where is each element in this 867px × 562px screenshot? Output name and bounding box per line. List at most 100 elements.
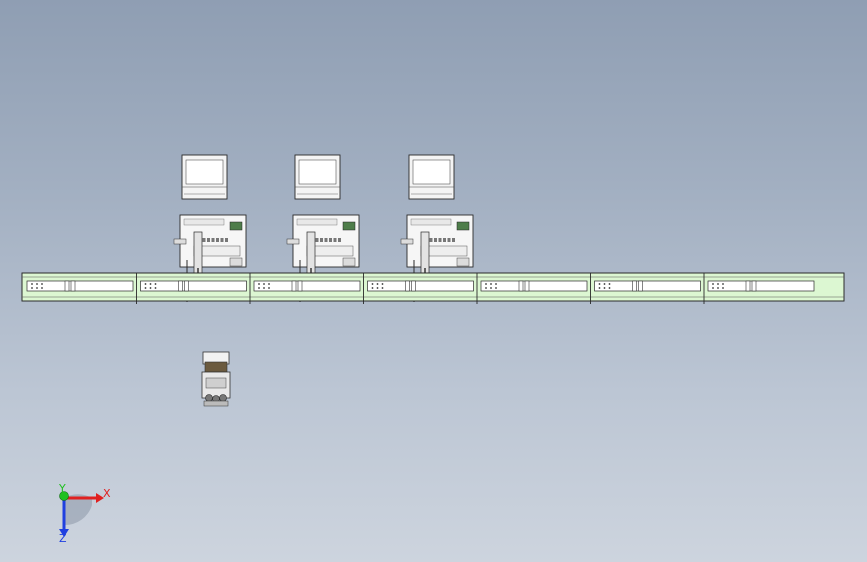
segment-dot [154,287,157,289]
segment-panel [140,280,247,292]
machine-side-arm [173,238,187,245]
segment-dot [608,287,611,289]
segment-dot [149,287,152,289]
monitor-screen [298,159,337,185]
machine-side-arm [400,238,414,245]
segment-clamp [411,280,416,292]
segment-dot [381,283,384,285]
segment-dot [268,287,270,289]
conveyor-segment-1 [26,280,134,292]
segment-dot [41,287,43,289]
monitor-2[interactable] [294,154,341,200]
monitor-screen [412,159,451,185]
segment-panel [26,280,134,292]
segment-dot [36,287,38,289]
axis-triad[interactable]: X Y Z [58,482,111,545]
segment-dot [485,283,487,285]
machine-button [320,238,323,242]
conveyor-segment-3 [249,273,361,304]
triad-shadow [64,494,92,526]
conveyor-segment-5 [476,273,588,304]
cart-panel [205,377,227,389]
segment-dot [31,283,33,285]
segment-dot [154,283,157,285]
conveyor-segment-6 [590,273,701,304]
segment-dot [371,283,374,285]
segment-dot [36,283,38,285]
segment-clamp [751,280,757,292]
machine-button [338,238,341,242]
cart-wheel-right [219,394,227,402]
machine-unit-3[interactable] [400,214,474,302]
segment-dot [263,283,265,285]
segment-dot [598,283,601,285]
monitor-1[interactable] [181,154,228,200]
segment-panel [707,280,815,292]
segment-dot [371,287,374,289]
y-axis-label: Y [58,482,66,495]
segment-dot [31,287,33,289]
segment-clamp [638,280,643,292]
cart-base [203,400,229,407]
machine-foot [342,257,356,267]
monitor-3[interactable] [408,154,455,200]
segment-clamp [70,280,76,292]
machine-button [220,238,224,242]
segment-dot [722,287,724,289]
segment-dot [144,287,147,289]
machine-unit-1[interactable] [173,214,247,302]
machine-button [434,238,437,242]
segment-dot [268,283,270,285]
segment-dot [722,283,724,285]
cart-brown-block [204,361,228,373]
machine-group [173,214,474,302]
segment-panel [480,280,588,292]
segment-clamp [291,280,297,292]
segment-clamp [184,280,189,292]
machine-display [456,221,470,231]
machine-side-arm [286,238,300,245]
segment-dot [144,283,147,285]
segment-clamp [632,280,637,292]
machine-unit-2[interactable] [286,214,360,302]
machine-foot [229,257,243,267]
segment-clamp [297,280,303,292]
machine-button [202,238,206,242]
machine-top-panel [183,218,225,226]
segment-panel [253,280,361,292]
segment-dot [381,287,384,289]
machine-button [329,238,332,242]
x-axis-arrow [96,493,104,503]
x-axis-label: X [103,487,111,500]
segment-panel [594,280,701,292]
segment-clamp [518,280,524,292]
machine-button [438,238,442,242]
segment-panel [367,280,474,292]
segment-clamp [64,280,70,292]
machine-button [333,238,337,242]
segment-dot [712,287,714,289]
segment-clamp [745,280,751,292]
segment-dot [149,283,152,285]
segment-dot [41,283,43,285]
y-axis-dot [59,491,69,501]
machine-button [429,238,433,242]
z-axis-label: Z [59,532,67,545]
machine-button [324,238,328,242]
transfer-cart[interactable] [201,351,231,407]
segment-dot [495,287,497,289]
segment-dot [712,283,714,285]
conveyor-rail[interactable] [21,272,845,304]
machine-button [211,238,215,242]
machine-top-panel [296,218,338,226]
monitor-group [181,154,455,200]
segment-dot [376,287,379,289]
segment-dot [490,283,492,285]
machine-foot [456,257,470,267]
machine-button [315,238,319,242]
segment-dot [603,283,606,285]
monitor-screen [185,159,224,185]
machine-display [342,221,356,231]
